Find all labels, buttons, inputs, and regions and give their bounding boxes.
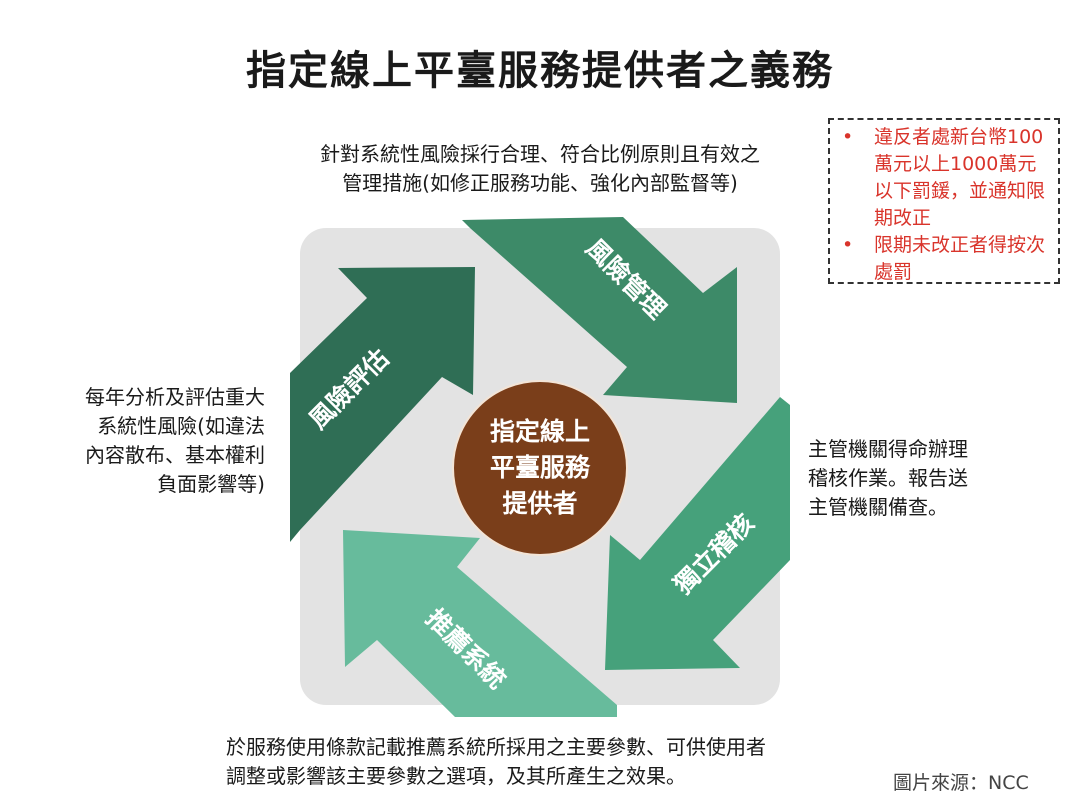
penalty-item: 違反者處新台幣100萬元以上1000萬元以下罰鍰，並通知限期改正: [838, 124, 1050, 232]
arrow-risk-management: [462, 217, 737, 403]
desc-line: 系統性風險(如違法: [97, 414, 265, 438]
desc-line: 主管機關得命辦理: [808, 437, 968, 461]
desc-line: 內容散布、基本權利: [85, 443, 265, 467]
desc-line: 主管機關備查。: [808, 495, 948, 519]
desc-line: 稽核作業。報告送: [808, 466, 968, 490]
risk-assessment-description: 每年分析及評估重大 系統性風險(如違法 內容散布、基本權利 負面影響等): [20, 383, 265, 499]
desc-line: 管理措施(如修正服務功能、強化內部監督等): [342, 171, 738, 195]
arrow-independent-audit: [605, 397, 790, 670]
arrow-recommender-system: [343, 530, 617, 717]
desc-line: 針對系統性風險採行合理、符合比例原則且有效之: [320, 142, 760, 166]
center-label-line: 提供者: [502, 489, 577, 518]
page-title: 指定線上平臺服務提供者之義務: [246, 48, 834, 94]
desc-line: 每年分析及評估重大: [85, 385, 265, 409]
desc-line: 於服務使用條款記載推薦系統所採用之主要參數、可供使用者: [226, 735, 766, 759]
center-circle: [452, 380, 628, 556]
penalty-box: 違反者處新台幣100萬元以上1000萬元以下罰鍰，並通知限期改正 限期未改正者得…: [828, 118, 1060, 284]
arrow-risk-assessment: [290, 267, 475, 542]
recommender-system-description: 於服務使用條款記載推薦系統所採用之主要參數、可供使用者 調整或影響該主要參數之選…: [226, 733, 906, 791]
image-source: 圖片來源：NCC: [893, 772, 1029, 794]
risk-management-description: 針對系統性風險採行合理、符合比例原則且有效之 管理措施(如修正服務功能、強化內部…: [240, 140, 840, 198]
independent-audit-description: 主管機關得命辦理 稽核作業。報告送 主管機關備查。: [808, 435, 1068, 522]
penalty-item: 限期未改正者得按次處罰: [838, 232, 1050, 286]
center-label-line: 指定線上: [490, 417, 590, 446]
center-label-line: 平臺服務: [490, 453, 591, 482]
desc-line: 調整或影響該主要參數之選項，及其所產生之效果。: [226, 764, 686, 788]
desc-line: 負面影響等): [157, 472, 265, 496]
